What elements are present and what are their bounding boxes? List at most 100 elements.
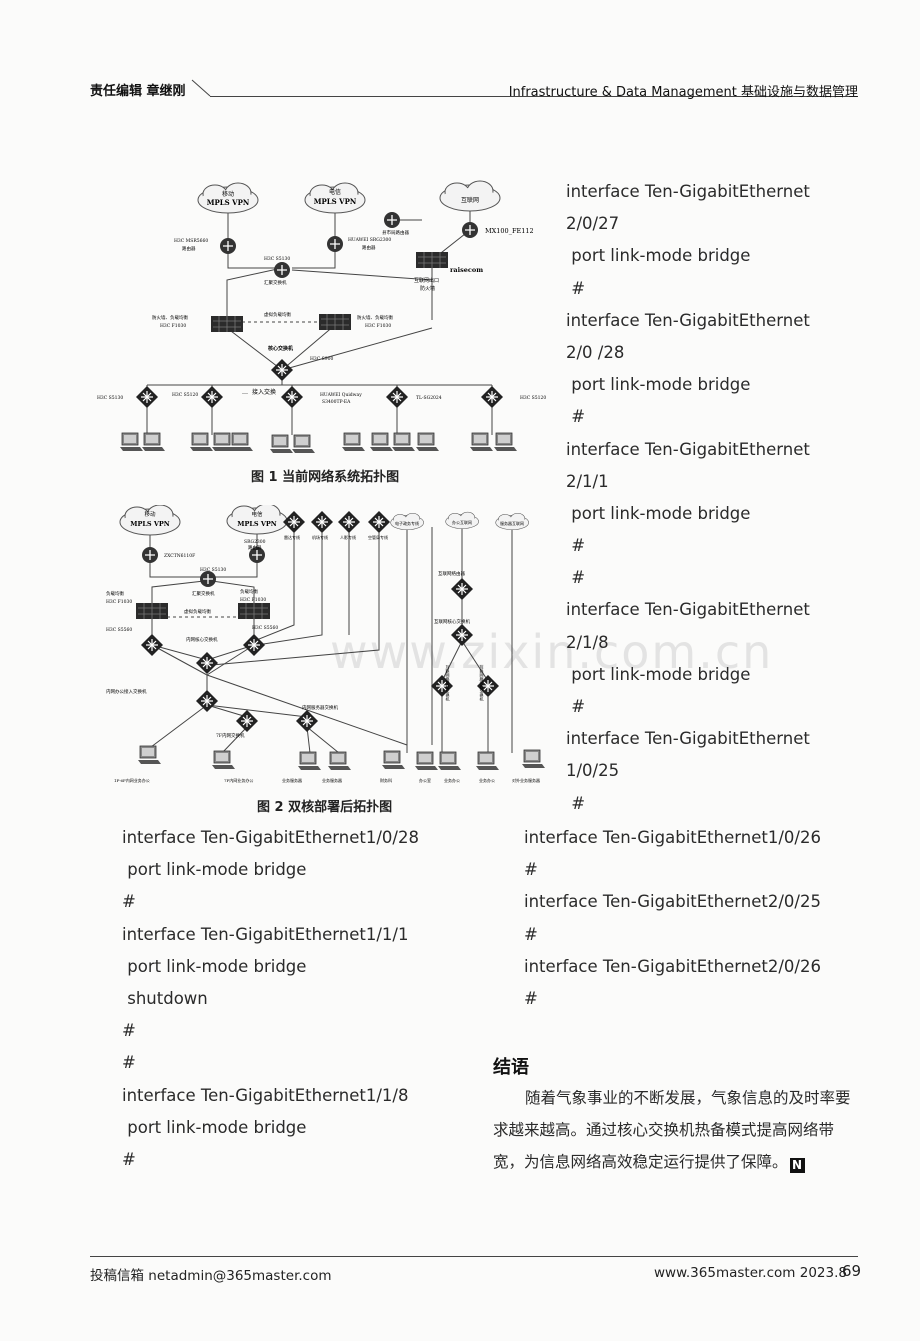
conclusion-title: 结语 xyxy=(493,1057,529,1078)
f2-term4: 业务服务器 xyxy=(322,777,342,783)
code-right-top-line: # xyxy=(566,697,586,716)
f1-cloud-internet: 互联网 xyxy=(461,196,479,204)
code-left-bottom-line: port link-mode bridge xyxy=(122,1117,307,1137)
f2-agg-name: 汇聚交换机 xyxy=(192,590,215,597)
f2-cloud-service: 服务器互联网 xyxy=(500,520,524,526)
page-number: 69 xyxy=(842,1262,862,1280)
f2-inet-router: 互联网络由器 xyxy=(438,570,465,577)
f1-access1: H3C S5130 xyxy=(97,395,123,401)
code-block-left-bottom: interface Ten-GigabitEthernet1/0/28 port… xyxy=(122,822,419,1176)
code-right-top-line: 1/0/25 xyxy=(566,761,620,781)
f2-inet-sw2: 互联网服务器交换机 xyxy=(480,665,485,702)
f2-lb-left-b: H3C F1030 xyxy=(106,599,132,605)
code-block-right-top: interface Ten-GigabitEthernet 2/0/27 port… xyxy=(566,176,810,820)
f1-router-mid-model: HUAWEI SRG2300 xyxy=(348,237,391,243)
f2-term3: 业务服务器 xyxy=(282,777,302,783)
f1-mx100: MX100_FE112 xyxy=(485,227,534,235)
conclusion-text: 随着气象事业的不断发展，气象信息的及时率要求越来越高。通过核心交换机热备模式提高… xyxy=(493,1089,851,1172)
f2-term8: 业务办公 xyxy=(479,777,495,783)
footer-site-issue: www.365master.com 2023.8 xyxy=(654,1265,847,1281)
f2-router-mid-b: 路由器 xyxy=(248,544,262,551)
f1-fw-right-b: H3C F1030 xyxy=(365,323,391,329)
f1-access-mid-dots: … xyxy=(242,389,248,396)
code-left-bottom-line: # xyxy=(122,1149,136,1169)
f1-cloud-mobile-a: 移动 xyxy=(222,190,234,198)
code-right-top-line: 2/1/1 xyxy=(566,471,609,491)
code-left-bottom-line: interface Ten-GigabitEthernet1/1/1 xyxy=(122,924,409,944)
f1-router-left-name: 路由器 xyxy=(182,245,196,252)
code-right-top-line: port link-mode bridge xyxy=(566,375,751,395)
f1-county-router: 县市局路由器 xyxy=(382,229,409,236)
f1-fw-right-a: 防火墙、负载均衡 xyxy=(357,314,393,321)
code-right-top-line: interface Ten-GigabitEthernet xyxy=(566,310,810,330)
f2-core-left: H3C S5560 xyxy=(106,627,132,633)
f1-fw-left-a: 防火墙、负载均衡 xyxy=(152,314,188,321)
f2-term1: 1F-6F内网业务办公 xyxy=(114,777,150,783)
f2-cloud-egov: 电子政务专线 xyxy=(395,520,419,526)
code-right-top-line: interface Ten-GigabitEthernet xyxy=(566,182,810,201)
f2-line1: 雷达专线 xyxy=(284,534,300,540)
code-right-top-line: # xyxy=(566,568,586,588)
section-header: Infrastructure & Data Management 基础设施与数据… xyxy=(508,85,858,100)
editor-credit: 责任编辑 章继刚 xyxy=(90,84,186,99)
f1-cloud-telecom-a: 电信 xyxy=(329,188,341,196)
code-left-bottom-line: # xyxy=(122,892,136,912)
code-left-bottom-line: # xyxy=(122,1053,136,1073)
f1-router-mid-name: 路由器 xyxy=(362,244,376,251)
code-left-bottom-line: interface Ten-GigabitEthernet1/0/28 xyxy=(122,828,419,847)
f2-core-right: H3C S5560 xyxy=(252,625,278,631)
code-right-top-line: interface Ten-GigabitEthernet xyxy=(566,439,810,459)
code-left-bottom-line: # xyxy=(122,1021,136,1041)
footer-email: 投稿信箱 netadmin@365master.com xyxy=(90,1268,332,1284)
f2-term9: 对外业务服务器 xyxy=(512,777,540,783)
f2-cloud-mobile-b: MPLS VPN xyxy=(130,520,170,528)
f2-cloud-telecom-b: MPLS VPN xyxy=(237,520,277,528)
figure-1-caption: 图 1 当前网络系统拓扑图 xyxy=(251,470,400,485)
f2-server-sw: 内网服务器交换机 xyxy=(302,704,338,711)
f1-access-mid: 接入交换 xyxy=(252,388,276,396)
f2-agg-model: H3C S5130 xyxy=(200,567,226,573)
f2-term5: 财务科 xyxy=(380,777,392,783)
f1-core-model: H3C S900 xyxy=(310,356,333,362)
f2-inet-core: 互联网核心交换机 xyxy=(434,618,470,625)
f1-raisecom: raisecom xyxy=(450,266,483,274)
figure-2-caption: 图 2 双核部署后拓扑图 xyxy=(257,800,393,815)
f2-cloud-mobile-a: 移动 xyxy=(144,510,156,518)
f1-access5: TL-SG2024 xyxy=(416,395,442,401)
code-right-bottom-line: interface Ten-GigabitEthernet1/0/26 xyxy=(524,828,821,847)
code-left-bottom-line: interface Ten-GigabitEthernet1/1/8 xyxy=(122,1085,409,1105)
code-right-top-line: interface Ten-GigabitEthernet xyxy=(566,600,810,620)
code-right-top-line: port link-mode bridge xyxy=(566,503,751,523)
code-right-top-line: interface Ten-GigabitEthernet xyxy=(566,729,810,749)
f1-agg-name: 汇聚交换机 xyxy=(264,279,287,286)
f2-lb-left-a: 负载均衡 xyxy=(106,590,124,597)
f1-core-name: 核心交换机 xyxy=(268,345,293,352)
f1-cloud-telecom-b: MPLS VPN xyxy=(314,197,357,206)
code-right-top-line: port link-mode bridge xyxy=(566,246,751,266)
end-mark-logo: N xyxy=(789,1158,805,1174)
code-right-top-line: 2/1/8 xyxy=(566,632,609,652)
f2-vlb: 虚拟负载均衡 xyxy=(184,608,211,615)
f2-lb-right-a: 负载均衡 xyxy=(240,588,258,595)
f2-line2: 机场专线 xyxy=(312,534,328,540)
f1-exit-fw-b: 防火墙 xyxy=(420,285,435,292)
f1-agg-model: H3C S5130 xyxy=(264,256,290,262)
f1-access4-b: S3400TP-EA xyxy=(322,399,351,405)
f2-term2: 7F内网业务办公 xyxy=(224,777,253,783)
f2-cloud-office: 办公互联网 xyxy=(452,519,472,525)
header-slash xyxy=(191,79,211,97)
f1-access6: H3C S5120 xyxy=(520,395,546,401)
code-right-top-line: # xyxy=(566,536,586,556)
f1-router-left-model: H3C MSR5660 xyxy=(174,238,208,244)
code-block-right-bottom: interface Ten-GigabitEthernet1/0/26#inte… xyxy=(524,822,821,1015)
code-right-top-line: # xyxy=(566,278,586,298)
f2-router-left: ZXCTN6110F xyxy=(164,553,195,559)
f1-access4-a: HUAWEI Quidway xyxy=(320,392,362,398)
watermark: www.zixin.com.cn xyxy=(330,625,774,679)
code-right-top-line: # xyxy=(566,407,586,427)
f2-inet-sw1: 互联网络楼层交换机 xyxy=(446,665,451,702)
code-right-top-line: 2/0 /28 xyxy=(566,342,625,362)
f1-cloud-mobile-b: MPLS VPN xyxy=(207,198,250,207)
code-right-top-line: 2/0/27 xyxy=(566,214,620,234)
f2-line4: 空管局专线 xyxy=(368,534,388,540)
